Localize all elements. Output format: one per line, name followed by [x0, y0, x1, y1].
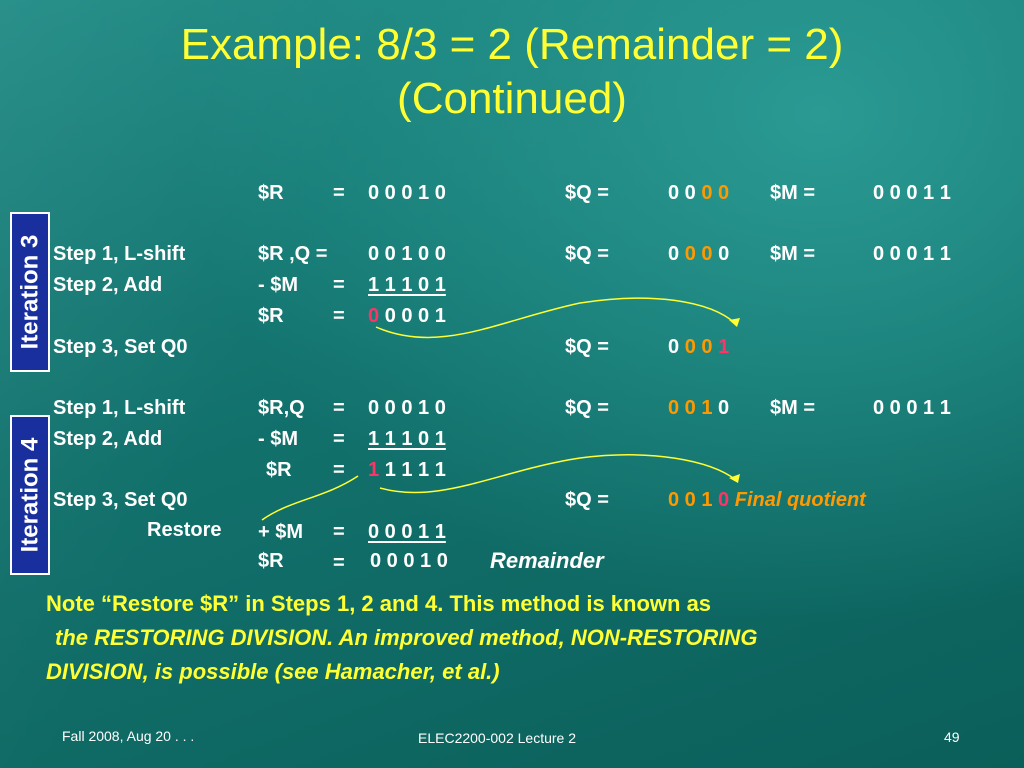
r10-reg: $R	[258, 550, 284, 572]
curve-iter4-arrowhead	[729, 474, 740, 483]
r1-q-value: 0 0 0 0	[668, 243, 730, 265]
r5-m-label: $M =	[770, 397, 816, 419]
r9-val: 0 0 0 1 1	[368, 521, 446, 543]
r3-eq: =	[333, 305, 345, 327]
iteration-4-badge: Iteration 4	[10, 415, 50, 575]
r10-val: 0 0 0 1 0	[370, 550, 448, 572]
r9-step: Restore	[147, 519, 222, 541]
r6-reg: - $M	[258, 428, 298, 450]
r3-reg: $R	[258, 305, 284, 327]
r5-q-value: 0 0 1 0	[668, 397, 730, 419]
r6-val: 1 1 1 0 1	[368, 428, 446, 450]
r2-val: 1 1 1 0 1	[368, 274, 446, 296]
r4-step: Step 3, Set Q0	[53, 336, 188, 358]
r1-m-value: 0 0 0 1 1	[873, 243, 951, 265]
r0-reg: $R	[258, 182, 284, 204]
curve-iter4-q0	[379, 454, 737, 494]
r7-reg: $R	[266, 459, 292, 481]
footer-page-number: 49	[944, 729, 960, 745]
r5-m-value: 0 0 0 1 1	[873, 397, 951, 419]
r0-val: 0 0 0 1 0	[368, 182, 446, 204]
r9-reg: + $M	[258, 521, 304, 543]
r6-eq: =	[333, 428, 345, 450]
slide-title: Example: 8/3 = 2 (Remainder = 2) (Contin…	[0, 18, 1024, 126]
title-line-1: Example: 8/3 = 2 (Remainder = 2)	[180, 20, 844, 69]
r0-q-value: 0 0 0 0	[668, 182, 730, 204]
footer-date: Fall 2008, Aug 20 . . .	[62, 728, 195, 744]
r8-q-value: 0 0 1 0 Final quotient	[668, 489, 866, 511]
r1-step: Step 1, L-shift	[53, 243, 186, 265]
r1-val: 0 0 1 0 0	[368, 243, 446, 265]
r0-eq: =	[333, 182, 345, 204]
r5-reg: $R,Q	[258, 397, 305, 419]
r6-step: Step 2, Add	[53, 428, 163, 450]
r8-step: Step 3, Set Q0	[53, 489, 188, 511]
r2-reg: - $M	[258, 274, 298, 296]
r2-eq: =	[333, 274, 345, 296]
curve-iter3-arrowhead	[729, 318, 740, 327]
r5-step: Step 1, L-shift	[53, 397, 186, 419]
remainder-label: Remainder	[490, 548, 604, 573]
r4-q-label: $Q =	[565, 336, 609, 358]
r5-q-label: $Q =	[565, 397, 609, 419]
iteration-3-badge: Iteration 3	[10, 212, 50, 372]
r0-q-label: $Q =	[565, 182, 609, 204]
r0-m-label: $M =	[770, 182, 816, 204]
r0-m-value: 0 0 0 1 1	[873, 182, 951, 204]
curve-restore	[261, 475, 359, 521]
r1-reg: $R ,Q =	[258, 243, 328, 265]
r3-val: 0 0 0 0 1	[368, 305, 446, 327]
r9-eq: =	[333, 521, 345, 543]
r1-q-label: $Q =	[565, 243, 609, 265]
r7-val: 1 1 1 1 1	[368, 459, 446, 481]
r4-q-value: 0 0 0 1	[668, 336, 730, 358]
r8-q-label: $Q =	[565, 489, 609, 511]
r10-eq: =	[333, 552, 345, 574]
title-line-2: (Continued)	[397, 74, 627, 123]
final-quotient-label: Final quotient	[734, 489, 866, 511]
note-line-2: the RESTORING DIVISION. An improved meth…	[55, 625, 758, 650]
r5-eq: =	[333, 397, 345, 419]
r7-eq: =	[333, 459, 345, 481]
note-line-3: DIVISION, is possible (see Hamacher, et …	[46, 659, 500, 684]
note-line-1: Note “Restore $R” in Steps 1, 2 and 4. T…	[46, 591, 712, 616]
footer-course: ELEC2200-002 Lecture 2	[418, 730, 576, 746]
r5-val: 0 0 0 1 0	[368, 397, 446, 419]
r1-m-label: $M =	[770, 243, 816, 265]
r2-step: Step 2, Add	[53, 274, 163, 296]
curve-iter3-q0	[375, 297, 737, 339]
